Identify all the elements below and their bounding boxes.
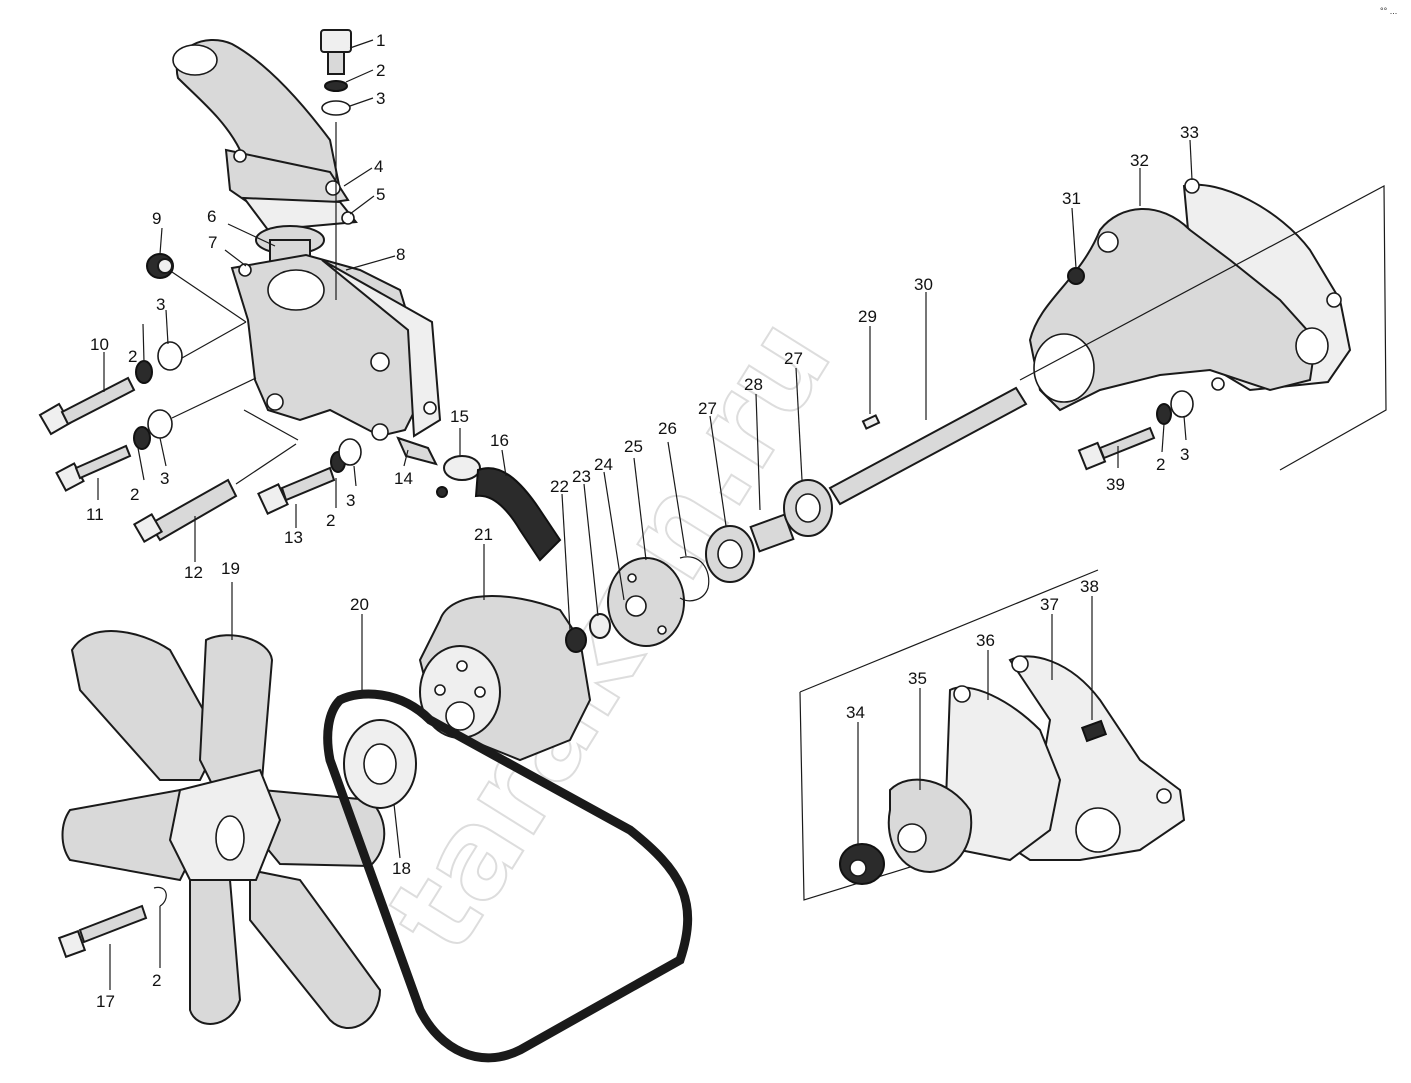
flat-washer <box>321 100 351 116</box>
fan-blade <box>189 868 242 1025</box>
pump-body-group <box>1028 178 1352 471</box>
fan-group <box>57 630 693 1063</box>
callout-label: 1 <box>376 31 385 50</box>
callout-label: 13 <box>284 528 303 547</box>
callout-label: 26 <box>658 419 677 438</box>
callout-label: 37 <box>1040 595 1059 614</box>
outlet-pipe-opening <box>172 44 218 76</box>
top-bolt-set <box>320 29 352 116</box>
hose <box>474 467 562 562</box>
spacer <box>749 513 795 553</box>
hose-clamp <box>443 455 481 481</box>
callout-label: 18 <box>392 859 411 878</box>
callout-label: 3 <box>376 89 385 108</box>
callout-label: 35 <box>908 669 927 688</box>
callout-label: 4 <box>374 157 383 176</box>
callout-label: 2 <box>326 511 335 530</box>
callout-label: 3 <box>156 295 165 314</box>
housing-gasket <box>321 259 442 438</box>
callout-label: 16 <box>490 431 509 450</box>
leader-lines <box>97 39 1193 990</box>
callout-label: 8 <box>396 245 405 264</box>
callout-label: 30 <box>914 275 933 294</box>
callout-label: 33 <box>1180 123 1199 142</box>
callout-label: 15 <box>450 407 469 426</box>
callout-label: 2 <box>130 485 139 504</box>
callout-label: 29 <box>858 307 877 326</box>
pump-body-frame <box>1019 185 1387 471</box>
callout-label: 2 <box>376 61 385 80</box>
callout-label: 6 <box>207 207 216 226</box>
outlet-pipe <box>175 39 342 207</box>
impeller-group <box>839 655 1186 885</box>
thermostat-housing <box>230 253 422 438</box>
callout-label: 17 <box>96 992 115 1011</box>
callout-labels: 1 2 3 4 5 6 7 8 9 10 11 12 13 14 15 16 1… <box>86 31 1199 1011</box>
callout-label: 14 <box>394 469 413 488</box>
callout-label: 27 <box>698 399 717 418</box>
callout-label: 12 <box>184 563 203 582</box>
callout-label: 20 <box>350 595 369 614</box>
callout-label: 23 <box>572 467 591 486</box>
callout-label: 5 <box>376 185 385 204</box>
hose-fitting-group <box>396 436 562 562</box>
shaft-group <box>418 386 1028 762</box>
callout-label: 25 <box>624 437 643 456</box>
thermostat-housing-group <box>172 39 442 441</box>
callout-label: 9 <box>152 209 161 228</box>
spring-washer <box>324 80 348 92</box>
callout-label: 22 <box>550 477 569 496</box>
callout-label: 38 <box>1080 577 1099 596</box>
gasket <box>241 196 358 232</box>
callout-label: 11 <box>86 505 104 524</box>
pump-shaft <box>828 386 1028 506</box>
callout-label: 2 <box>1156 455 1165 474</box>
hose-fitting <box>396 436 438 466</box>
callout-label: 10 <box>90 335 109 354</box>
callout-label: 28 <box>744 375 763 394</box>
callout-label: 3 <box>1180 445 1189 464</box>
callout-label: 31 <box>1062 189 1081 208</box>
side-bolts <box>38 341 362 544</box>
callout-label: 3 <box>160 469 169 488</box>
callout-label: 36 <box>976 631 995 650</box>
callout-label: 34 <box>846 703 865 722</box>
callout-label: 7 <box>208 233 217 252</box>
corner-mark: °° ... <box>1380 6 1397 16</box>
callout-label: 39 <box>1106 475 1125 494</box>
drive-belt <box>323 689 693 1063</box>
callout-label: 19 <box>221 559 240 578</box>
callout-label: 2 <box>152 971 161 990</box>
callout-label: 24 <box>594 455 613 474</box>
callout-label: 32 <box>1130 151 1149 170</box>
nut-9 <box>146 253 174 279</box>
pump-body <box>1028 208 1318 412</box>
fan-blade <box>249 868 382 1030</box>
callout-label: 3 <box>346 491 355 510</box>
callout-label: 2 <box>128 347 137 366</box>
bolt <box>320 29 352 53</box>
snap-ring <box>679 556 710 602</box>
callout-label: 21 <box>474 525 493 544</box>
shaft-key <box>861 414 881 430</box>
callout-label: 27 <box>784 349 803 368</box>
fan-blade <box>70 630 222 781</box>
